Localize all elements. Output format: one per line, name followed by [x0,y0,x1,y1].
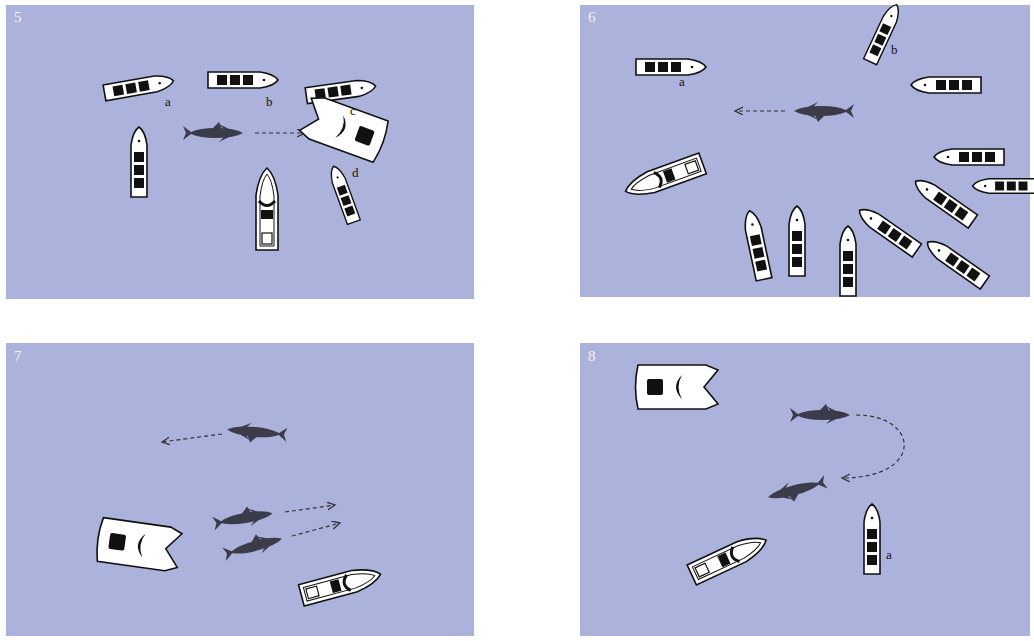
catamaran [636,365,719,409]
rowboat [923,236,990,289]
catamaran [95,517,183,572]
whale [221,528,284,563]
rowboat [840,226,856,296]
speedboat [256,168,278,250]
movement-arrow [285,505,335,512]
whale [183,122,243,142]
boat-letter: a [165,95,171,108]
movement-arrow [735,110,785,111]
catamaran [298,94,391,164]
whale [226,421,288,446]
sea-panel [580,5,1030,297]
whale [766,473,829,508]
boat-letter: b [891,43,898,56]
whale [790,404,850,424]
whale [212,502,275,532]
rowboat [742,209,772,281]
rowboat [327,164,360,225]
boat-letter: d [352,166,359,179]
movement-arrow [162,434,222,442]
rowboat [131,127,147,197]
speedboat [299,564,384,606]
panel-number: 5 [14,10,22,25]
rowboat [934,149,1004,165]
rowboat [973,179,1034,193]
speedboat [687,530,771,585]
sea-panel [6,5,474,299]
panel-number: 7 [14,349,22,364]
boat-letter: a [679,75,685,88]
rowboat [864,2,904,65]
rowboat [911,77,981,93]
panel-number: 6 [588,10,596,25]
movement-arrow [292,523,340,536]
boat-letter: b [266,95,273,108]
whale [794,102,854,122]
boat-letter: c [350,104,356,117]
rowboat [911,175,978,228]
sea-panel [6,343,474,636]
rowboat [208,72,278,88]
speedboat [622,153,707,202]
movement-arrow [255,132,305,133]
boat-letter: a [886,548,892,561]
movement-arrow [842,415,904,478]
rowboat [636,59,706,75]
rowboat [789,206,805,276]
panel-number: 8 [588,349,596,364]
rowboat [855,204,922,257]
rowboat [864,504,880,574]
sea-panel [580,343,1030,636]
rowboat [103,73,175,101]
